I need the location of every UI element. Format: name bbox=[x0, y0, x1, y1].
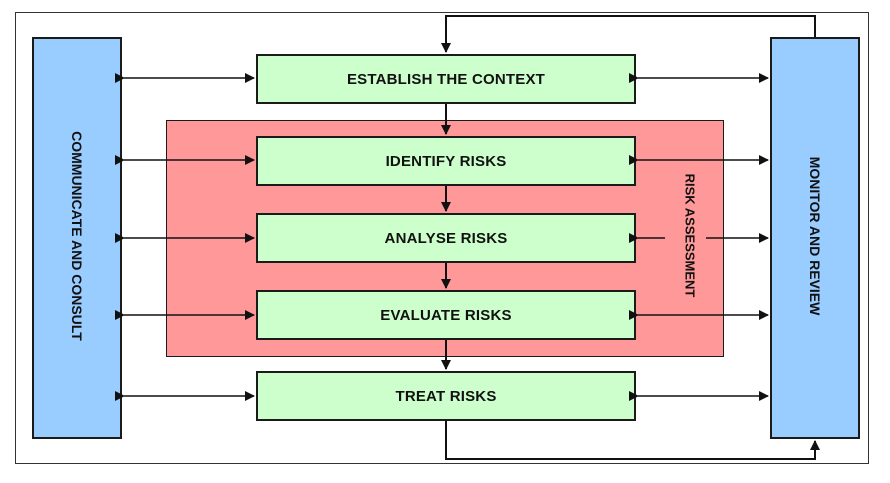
step-treat-risks: TREAT RISKS bbox=[256, 371, 636, 421]
step-analyse-risks: ANALYSE RISKS bbox=[256, 213, 636, 263]
step-identify-risks: IDENTIFY RISKS bbox=[256, 136, 636, 186]
step-evaluate-risks: EVALUATE RISKS bbox=[256, 290, 636, 340]
monitor-review-panel bbox=[770, 37, 860, 439]
communicate-consult-panel bbox=[32, 37, 122, 439]
step-establish-context: ESTABLISH THE CONTEXT bbox=[256, 54, 636, 104]
diagram-frame bbox=[15, 12, 869, 464]
feedback-loop-bottom bbox=[445, 421, 820, 460]
feedback-loop-top bbox=[441, 15, 816, 53]
